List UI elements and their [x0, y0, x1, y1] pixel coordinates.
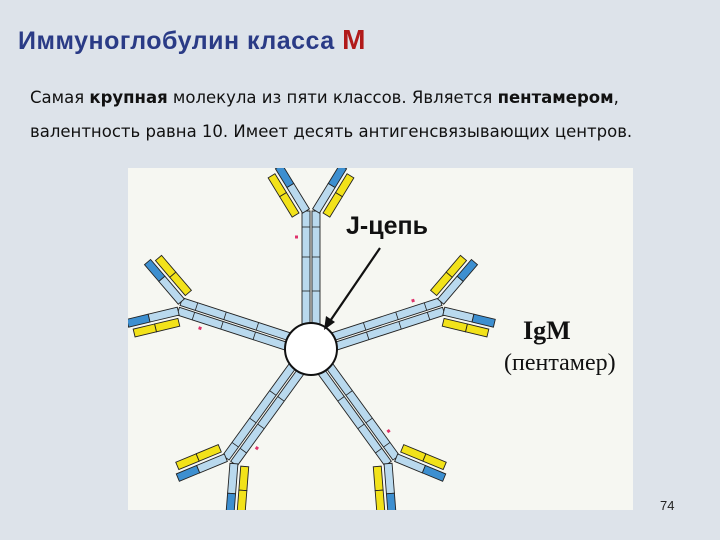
disulfide-bond: [256, 447, 258, 449]
fab-heavy-segment: [228, 463, 238, 494]
light-chain-yellow: [237, 490, 247, 510]
heavy-chain: [312, 211, 320, 325]
igm-pentamer-figure: J-цепь IgM (пентамер): [128, 168, 633, 510]
pentamer-label: (пентамер): [504, 350, 616, 377]
line1-part3: ,: [614, 88, 619, 107]
bold-word-pentamer: пентамером: [498, 88, 614, 107]
heavy-chain: [223, 363, 296, 460]
j-chain-arrow: [326, 248, 380, 327]
j-chain-label: J-цепь: [346, 212, 428, 241]
variable-domain-blue: [128, 314, 150, 327]
title-accent: M: [342, 24, 366, 55]
heavy-chain: [302, 211, 310, 325]
light-chain-yellow: [373, 466, 383, 491]
disulfide-bond: [387, 430, 389, 432]
light-chain-yellow: [133, 324, 156, 337]
disulfide-bond: [413, 299, 414, 302]
paragraph-line-1: Самая крупная молекула из пяти классов. …: [30, 88, 710, 107]
j-chain-circle: [285, 323, 337, 375]
page-number: 74: [660, 498, 674, 513]
slide-title: Иммуноглобулин класса M: [18, 24, 366, 56]
heavy-chain: [231, 369, 304, 466]
bold-word-largest: крупная: [89, 88, 167, 107]
line1-part1: Самая: [30, 88, 89, 107]
fab-heavy-segment: [384, 463, 394, 494]
line1-part2: молекула из пяти классов. Является: [168, 88, 498, 107]
light-chain-yellow: [466, 324, 489, 337]
igm-label: IgM: [523, 316, 571, 346]
title-main: Иммуноглобулин класса: [18, 27, 342, 55]
light-chain-yellow: [239, 466, 249, 491]
variable-domain-blue: [386, 493, 396, 510]
heavy-chain: [326, 363, 399, 460]
disulfide-bond: [200, 327, 201, 330]
paragraph-line-2: валентность равна 10. Имеет десять антиг…: [30, 122, 710, 141]
heavy-chain: [318, 369, 391, 466]
light-chain-yellow: [375, 490, 385, 510]
variable-domain-blue: [226, 493, 236, 510]
variable-domain-blue: [472, 314, 495, 327]
